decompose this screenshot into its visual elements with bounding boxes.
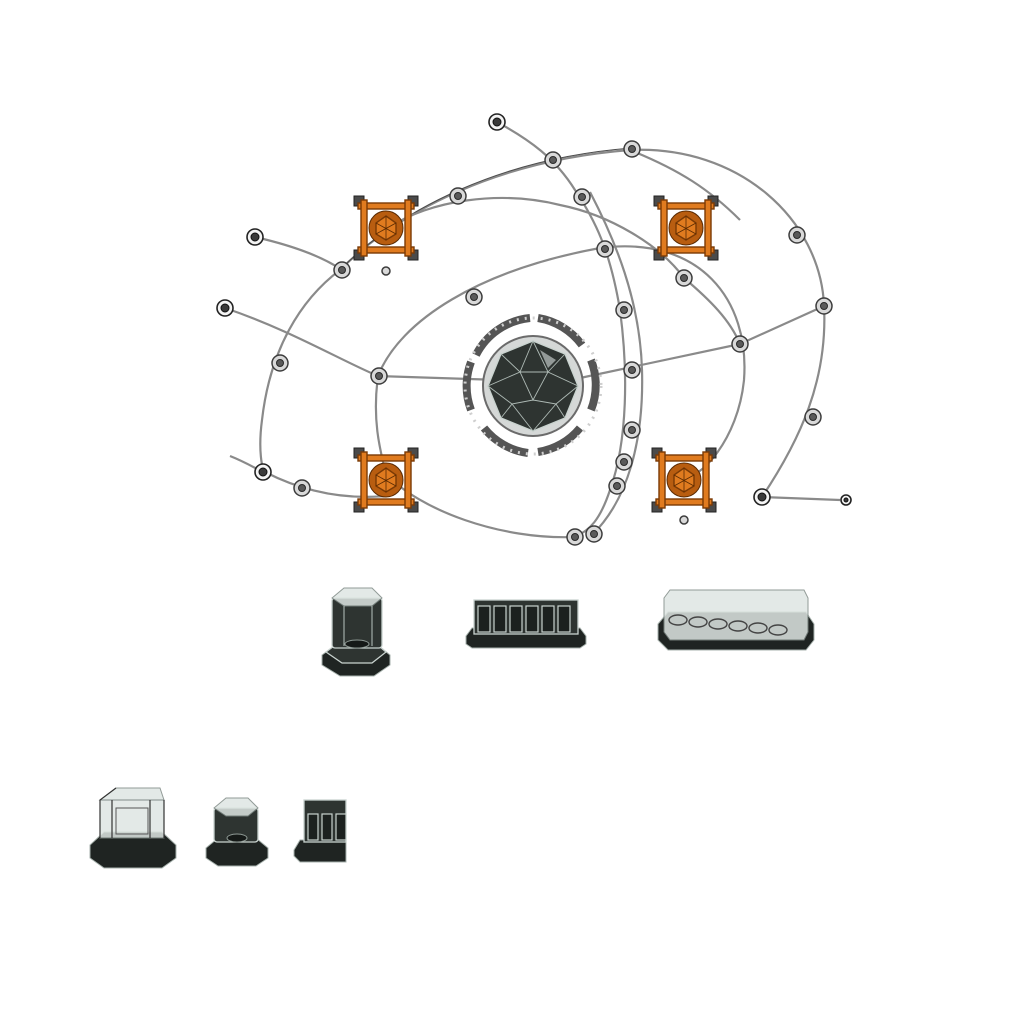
rail-node[interactable] bbox=[608, 477, 626, 495]
rail-node[interactable] bbox=[596, 240, 614, 258]
rail-node[interactable] bbox=[675, 269, 693, 287]
prop-octagonal-tower[interactable] bbox=[321, 587, 391, 677]
rail-node[interactable] bbox=[333, 261, 351, 279]
rail-endpoint[interactable] bbox=[840, 494, 852, 506]
rail-node[interactable] bbox=[465, 288, 483, 306]
rail-nodes bbox=[271, 140, 833, 546]
rail-node[interactable] bbox=[370, 367, 388, 385]
hub-segmented-ring bbox=[462, 314, 603, 457]
rail-endpoints bbox=[216, 113, 852, 506]
crystal-facets bbox=[487, 340, 579, 432]
rail-node[interactable] bbox=[573, 188, 591, 206]
rail-node[interactable] bbox=[623, 140, 641, 158]
top-rail-branch-2 bbox=[589, 191, 644, 536]
prop-glass-tray[interactable] bbox=[657, 589, 815, 651]
lower-left-rail bbox=[264, 471, 387, 498]
rail-endpoint[interactable] bbox=[488, 113, 506, 131]
orange-node-bottom-right[interactable] bbox=[651, 447, 717, 525]
rail-network bbox=[224, 121, 841, 539]
outer-rail-left bbox=[259, 269, 341, 473]
upper-right-link bbox=[683, 277, 742, 345]
spoke-left bbox=[224, 306, 379, 378]
rail-endpoint[interactable] bbox=[246, 228, 264, 246]
rail-endpoint[interactable] bbox=[216, 299, 234, 317]
inner-rail-ellipse bbox=[376, 245, 746, 480]
prop-cell-rack[interactable] bbox=[465, 599, 587, 649]
rail-node[interactable] bbox=[804, 408, 822, 426]
prop-rack-fragment[interactable] bbox=[293, 799, 347, 863]
rail-node[interactable] bbox=[815, 297, 833, 315]
upper-right-arc bbox=[629, 148, 741, 221]
orange-node-bottom-left[interactable] bbox=[353, 447, 419, 513]
rail-node[interactable] bbox=[293, 479, 311, 497]
orange-node-top-left[interactable] bbox=[353, 195, 419, 276]
rail-node[interactable] bbox=[615, 453, 633, 471]
rail-endpoint[interactable] bbox=[254, 463, 272, 481]
tail-right bbox=[761, 495, 841, 502]
rail-node[interactable] bbox=[449, 187, 467, 205]
rail-node[interactable] bbox=[544, 151, 562, 169]
rail-node[interactable] bbox=[788, 226, 806, 244]
orange-node-top-right[interactable] bbox=[653, 195, 719, 261]
rail-node[interactable] bbox=[615, 301, 633, 319]
prop-glass-cube[interactable] bbox=[89, 787, 177, 869]
rail-node[interactable] bbox=[623, 361, 641, 379]
rail-node[interactable] bbox=[271, 354, 289, 372]
spoke-center-left bbox=[377, 374, 501, 382]
rail-node[interactable] bbox=[731, 335, 749, 353]
spoke-right bbox=[739, 304, 825, 346]
rail-node[interactable] bbox=[585, 525, 603, 543]
central-crystal-hub[interactable] bbox=[462, 314, 603, 457]
rail-endpoint[interactable] bbox=[753, 488, 771, 506]
rail-node[interactable] bbox=[623, 421, 641, 439]
spoke-upper-left bbox=[254, 235, 343, 271]
upper-arch-rail bbox=[387, 197, 685, 279]
spoke-center-right bbox=[579, 342, 741, 380]
outer-rail-loop bbox=[339, 148, 826, 498]
rail-node[interactable] bbox=[566, 528, 584, 546]
prop-small-tower[interactable] bbox=[205, 797, 269, 867]
